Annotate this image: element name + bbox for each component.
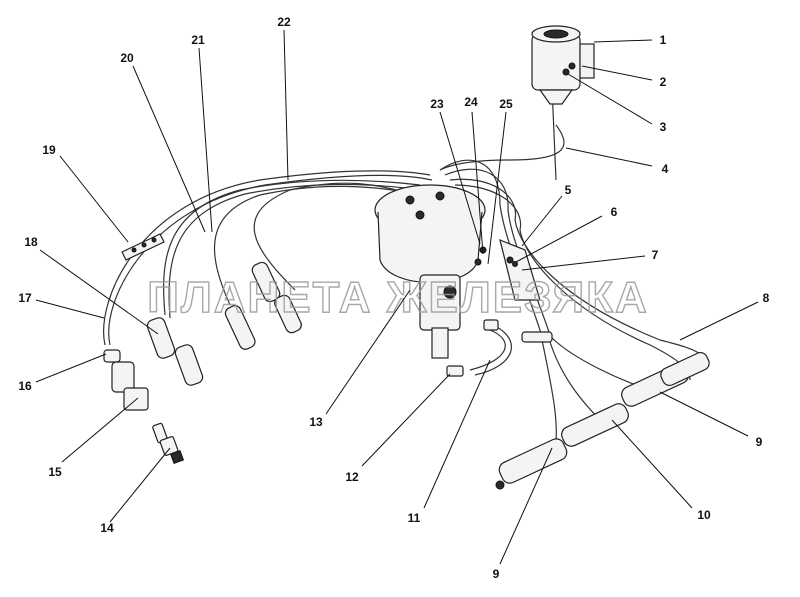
callout-20: 20: [120, 51, 134, 65]
callout-11: 11: [408, 511, 421, 525]
callout-8: 8: [763, 291, 770, 305]
callout-14: 14: [100, 521, 114, 535]
callout-1: 1: [660, 33, 667, 47]
callout-labels: 1 2 3 4 5 6 7 8 9 9 10 11 12 13 14 15 16…: [18, 15, 769, 581]
callout-19: 19: [42, 143, 56, 157]
callout-4: 4: [662, 162, 669, 176]
watermark-text: ПЛАНЕТА ЖЕЛЕЗЯКА: [147, 273, 649, 322]
callout-6: 6: [611, 205, 618, 219]
callout-12: 12: [345, 470, 359, 484]
callout-2: 2: [660, 75, 667, 89]
callout-16: 16: [18, 379, 32, 393]
callout-23: 23: [430, 97, 444, 111]
callout-5: 5: [565, 183, 572, 197]
callout-25: 25: [499, 97, 513, 111]
sensor-connector: [103, 349, 149, 411]
plug-boot-left: [146, 261, 302, 386]
distributor: [374, 184, 487, 359]
ignition-coil: [531, 25, 595, 105]
leader-lines: [35, 29, 759, 565]
callout-21: 21: [191, 33, 205, 47]
callout-18: 18: [24, 235, 38, 249]
vacuum-hose: [446, 319, 513, 377]
wire-clip: [121, 233, 165, 261]
callout-24: 24: [464, 95, 478, 109]
callout-9a: 9: [756, 435, 763, 449]
callout-15: 15: [48, 465, 62, 479]
callout-10: 10: [697, 508, 711, 522]
callout-22: 22: [277, 15, 291, 29]
plug-boot-right: [495, 351, 710, 490]
spark-plug: [152, 422, 185, 465]
callout-13: 13: [309, 415, 323, 429]
wire-bracket: [499, 239, 553, 343]
callout-3: 3: [660, 120, 667, 134]
callout-17: 17: [18, 291, 32, 305]
callout-7: 7: [652, 248, 659, 262]
callout-9b: 9: [493, 567, 500, 581]
